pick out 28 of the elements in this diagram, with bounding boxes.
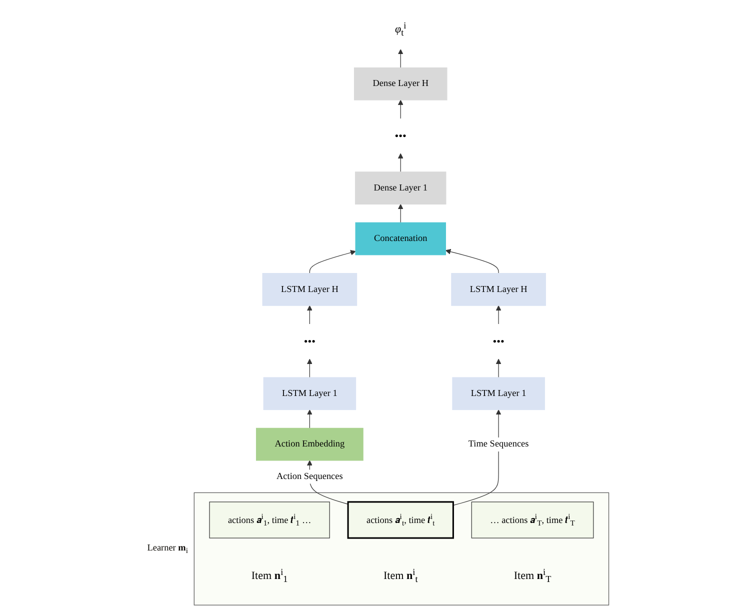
edge-label: Action Sequences [276,472,343,482]
arrow [306,358,312,378]
node-box: LSTM Layer 1 [263,377,356,410]
node-label: Learner m$_{i}$ [147,543,188,555]
cluster [194,492,610,606]
arrow [496,305,502,324]
arrow [309,250,356,274]
arrow [398,100,404,119]
node-box: LSTM Layer H [262,273,358,306]
arrow [398,153,404,172]
arrow [445,249,499,274]
node-box: Dense Layer 1 [355,172,446,204]
arrow [306,305,312,324]
arrow [398,49,404,68]
arrow [452,410,502,506]
arrow [496,358,502,378]
node-box: LSTM Layer H [451,273,546,306]
arrow [398,204,404,223]
node-box: Dense Layer H [354,67,448,100]
arrow [306,410,312,428]
node-box: Concatenation [355,222,446,256]
node-text: ••• [304,335,316,348]
node-box: actions 𝒂$^{i}$$_{1}$, time 𝒕$^{i}$$_{1}$ … [209,502,330,538]
edge-label: Time Sequences [468,439,529,450]
node-text: ••• [492,335,504,348]
node-box: Action Embedding [256,428,364,461]
node-text: ••• [394,130,406,142]
node-box: LSTM Layer 1 [452,377,545,410]
